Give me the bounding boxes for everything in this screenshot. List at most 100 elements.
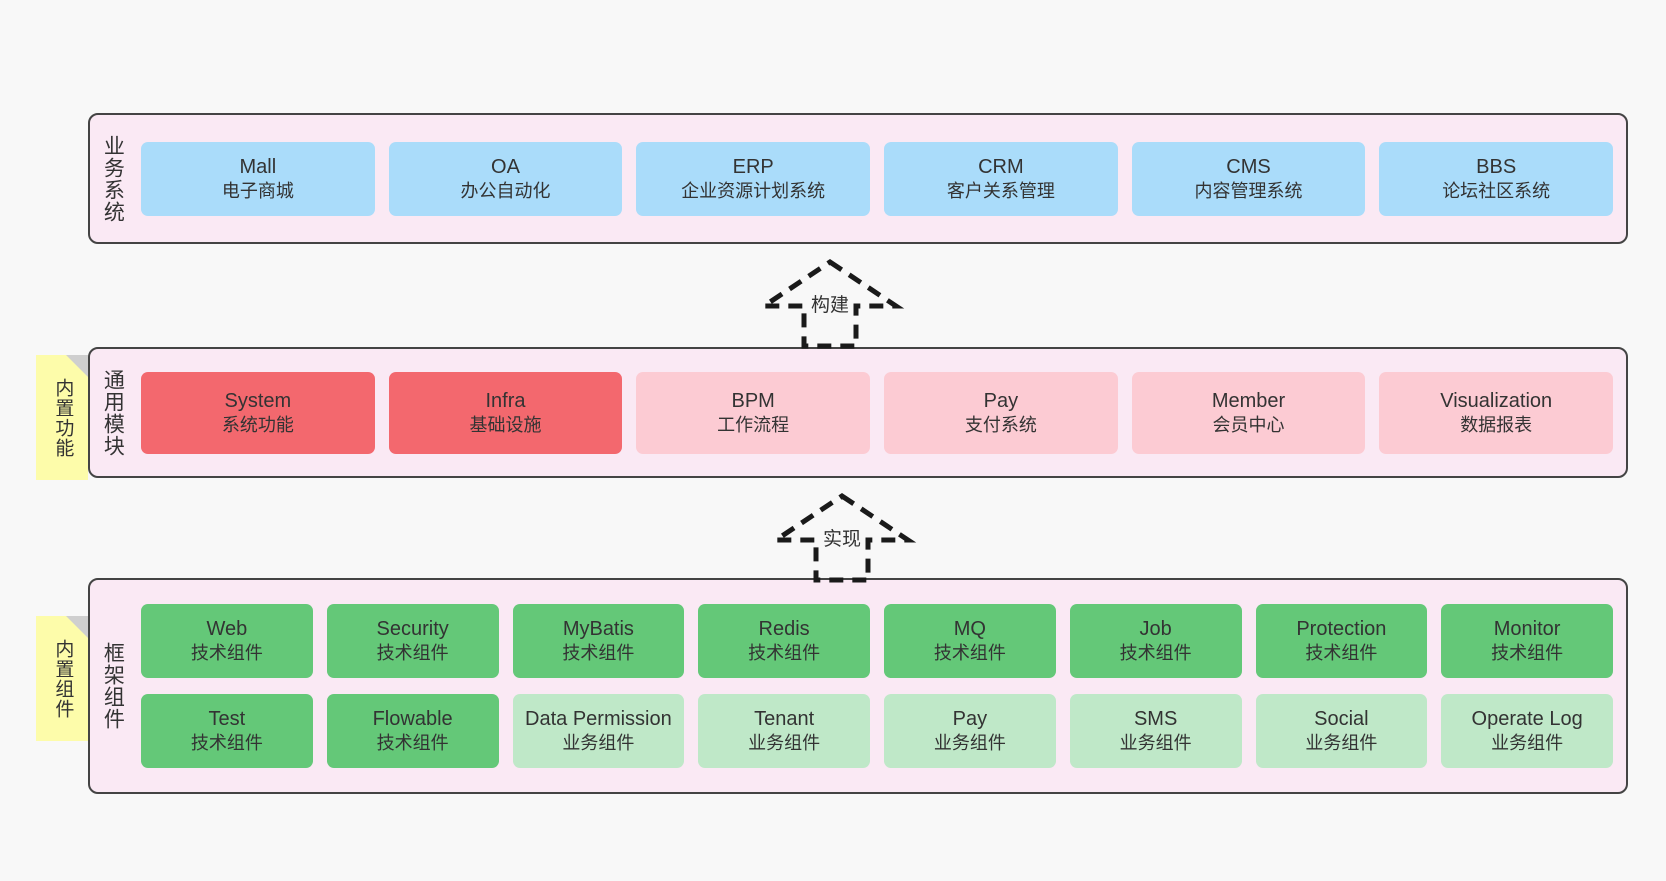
layer-title-common: 通用模块: [101, 368, 125, 457]
module-visualization-sub: 数据报表: [1460, 414, 1533, 435]
component-data-permission-sub: 业务组件: [562, 733, 635, 754]
connector-implement-label: 实现: [822, 529, 862, 550]
module-bbs-name: BBS: [1476, 155, 1517, 178]
module-member[interactable]: Member 会员中心: [1131, 371, 1366, 454]
module-crm-sub: 客户关系管理: [946, 180, 1055, 201]
module-pay-sub: 支付系统: [964, 414, 1037, 435]
component-social-name: Social: [1314, 708, 1369, 731]
component-mq[interactable]: MQ 技术组件: [884, 604, 1056, 678]
component-job[interactable]: Job 技术组件: [1069, 604, 1242, 678]
component-tenant-sub: 业务组件: [748, 733, 821, 754]
component-web[interactable]: Web 技术组件: [141, 604, 313, 678]
component-job-sub: 技术组件: [1119, 643, 1192, 664]
component-pay[interactable]: Pay 业务组件: [884, 694, 1056, 768]
layer-business-box-row: Mall 电子商城 OA 办公自动化 ERP 企业资源计划系统 CRM 客户关系…: [134, 115, 1626, 242]
component-monitor-name: Monitor: [1493, 618, 1561, 641]
framework-row-business: Test 技术组件 Flowable 技术组件 Data Permission …: [134, 694, 1620, 768]
component-flowable[interactable]: Flowable 技术组件: [326, 694, 499, 768]
note-fold-corner-icon: [66, 355, 88, 377]
component-pay-sub: 业务组件: [933, 733, 1006, 754]
module-bbs-sub: 论坛社区系统: [1442, 180, 1551, 201]
component-mybatis-sub: 技术组件: [562, 643, 635, 664]
component-sms-name: SMS: [1133, 708, 1178, 731]
component-redis-name: Redis: [758, 618, 810, 641]
module-member-name: Member: [1211, 389, 1286, 412]
connector-implement-arrow-icon: [767, 492, 917, 583]
component-security-sub: 技术组件: [376, 643, 449, 664]
module-cms[interactable]: CMS 内容管理系统: [1131, 141, 1366, 216]
connector-build-label: 构建: [810, 295, 850, 316]
component-flowable-name: Flowable: [372, 708, 453, 731]
module-visualization-name: Visualization: [1440, 389, 1553, 412]
module-bbs[interactable]: BBS 论坛社区系统: [1379, 141, 1614, 216]
component-sms[interactable]: SMS 业务组件: [1069, 694, 1242, 768]
module-mall-name: Mall: [239, 155, 277, 178]
note-builtin-features: 内置功能: [36, 355, 88, 480]
component-tenant-name: Tenant: [754, 708, 815, 731]
connector-build: 构建: [755, 258, 905, 350]
module-bpm-name: BPM: [731, 389, 775, 412]
module-infra-name: Infra: [485, 389, 526, 412]
component-protection-name: Protection: [1296, 618, 1387, 641]
module-system[interactable]: System 系统功能: [141, 371, 375, 454]
module-erp[interactable]: ERP 企业资源计划系统: [636, 141, 871, 216]
module-erp-sub: 企业资源计划系统: [681, 180, 826, 201]
component-operate-log-sub: 业务组件: [1491, 733, 1564, 754]
note-builtin-components: 内置组件: [36, 616, 88, 741]
component-operate-log-name: Operate Log: [1471, 708, 1583, 731]
module-oa-name: OA: [491, 155, 520, 178]
layer-business-systems: 业务系统 Mall 电子商城 OA 办公自动化 ERP 企业资源计划系统 CRM…: [88, 113, 1628, 244]
layer-framework-box-grid: Web 技术组件 Security 技术组件 MyBatis 技术组件 Redi…: [134, 580, 1626, 792]
framework-row-technical: Web 技术组件 Security 技术组件 MyBatis 技术组件 Redi…: [134, 604, 1620, 678]
component-mq-sub: 技术组件: [933, 643, 1006, 664]
component-test[interactable]: Test 技术组件: [141, 694, 313, 768]
layer-title-business: 业务系统: [101, 134, 125, 223]
module-infra[interactable]: Infra 基础设施: [388, 371, 623, 454]
layer-common-modules: 通用模块 System 系统功能 Infra 基础设施 BPM 工作流程 Pay…: [88, 347, 1628, 478]
module-system-sub: 系统功能: [221, 414, 294, 435]
module-visualization[interactable]: Visualization 数据报表: [1379, 371, 1614, 454]
layer-framework-components: 框架组件 Web 技术组件 Security 技术组件 MyBatis 技术组件…: [88, 578, 1628, 794]
component-flowable-sub: 技术组件: [376, 733, 449, 754]
module-bpm-sub: 工作流程: [717, 414, 790, 435]
component-security-name: Security: [376, 618, 449, 641]
module-oa[interactable]: OA 办公自动化: [388, 141, 623, 216]
module-cms-name: CMS: [1226, 155, 1271, 178]
module-erp-name: ERP: [732, 155, 774, 178]
component-mybatis-name: MyBatis: [562, 618, 634, 641]
component-data-permission-name: Data Permission: [525, 708, 672, 731]
module-mall[interactable]: Mall 电子商城: [141, 141, 375, 216]
component-social[interactable]: Social 业务组件: [1255, 694, 1428, 768]
component-sms-sub: 业务组件: [1119, 733, 1192, 754]
module-pay-name: Pay: [983, 389, 1019, 412]
module-infra-sub: 基础设施: [469, 414, 542, 435]
component-social-sub: 业务组件: [1305, 733, 1378, 754]
component-mq-name: MQ: [953, 618, 986, 641]
note-fold-corner-icon: [66, 616, 88, 638]
component-pay-name: Pay: [952, 708, 988, 731]
module-bpm[interactable]: BPM 工作流程: [636, 371, 871, 454]
component-test-name: Test: [208, 708, 246, 731]
connector-build-arrow-icon: [755, 258, 905, 349]
component-protection[interactable]: Protection 技术组件: [1255, 604, 1428, 678]
component-test-sub: 技术组件: [190, 733, 263, 754]
component-job-name: Job: [1139, 618, 1172, 641]
module-crm-name: CRM: [978, 155, 1024, 178]
module-crm[interactable]: CRM 客户关系管理: [884, 141, 1118, 216]
component-redis[interactable]: Redis 技术组件: [698, 604, 870, 678]
note-builtin-components-label: 内置组件: [52, 638, 74, 719]
component-monitor-sub: 技术组件: [1491, 643, 1564, 664]
component-security[interactable]: Security 技术组件: [326, 604, 499, 678]
component-redis-sub: 技术组件: [748, 643, 821, 664]
connector-implement: 实现: [767, 492, 917, 584]
component-tenant[interactable]: Tenant 业务组件: [698, 694, 870, 768]
component-data-permission[interactable]: Data Permission 业务组件: [512, 694, 685, 768]
layer-title-framework: 框架组件: [101, 642, 125, 730]
module-oa-sub: 办公自动化: [460, 180, 551, 201]
component-web-sub: 技术组件: [190, 643, 263, 664]
component-monitor[interactable]: Monitor 技术组件: [1441, 604, 1613, 678]
component-operate-log[interactable]: Operate Log 业务组件: [1441, 694, 1613, 768]
component-web-name: Web: [206, 618, 248, 641]
module-pay[interactable]: Pay 支付系统: [884, 371, 1118, 454]
component-mybatis[interactable]: MyBatis 技术组件: [512, 604, 685, 678]
